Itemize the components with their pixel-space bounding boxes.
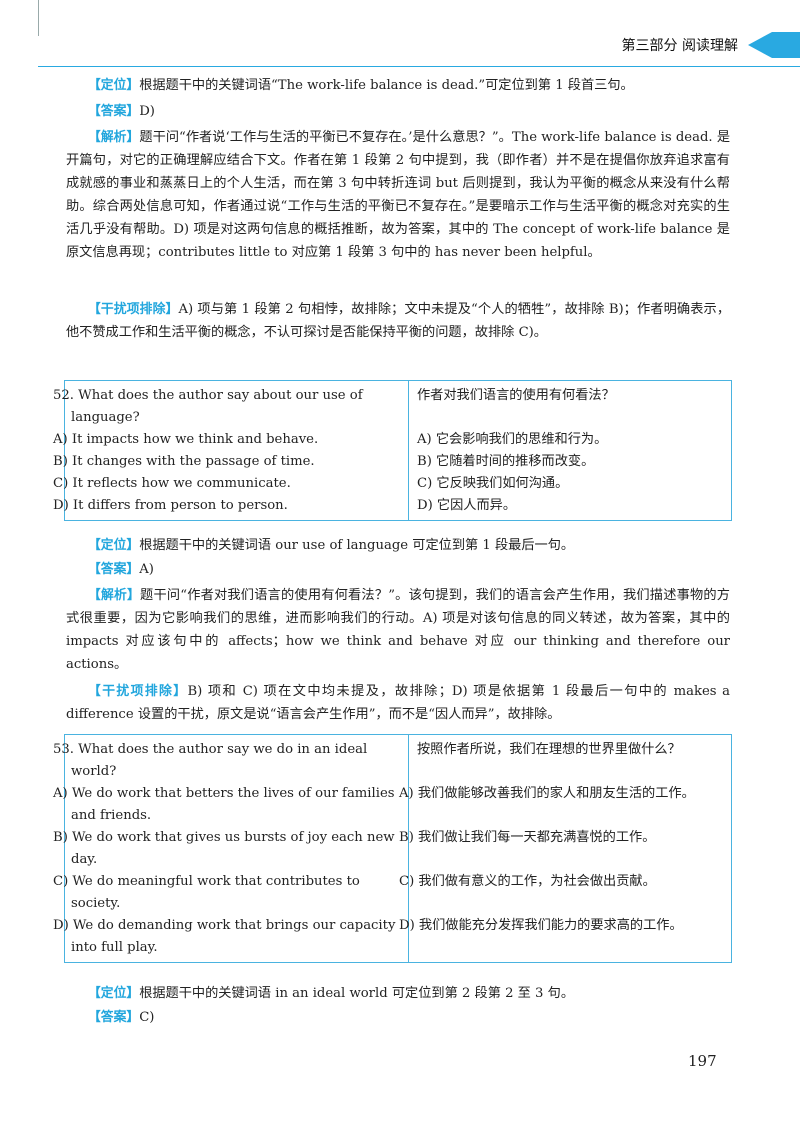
answer-text: C) (139, 1010, 155, 1025)
option-cn: D) 它因人而异。 (417, 498, 517, 513)
question-en: 52. What does the author say about our u… (53, 381, 409, 429)
distractor-text: B) 项和 C) 项在文中均未提及，故排除；D) 项是依据第 1 段最后一句中的… (66, 684, 731, 722)
option-cn: B) 我们做让我们每一天都充满喜悦的工作。 (399, 830, 656, 845)
option-en: D) It differs from person to person. (53, 495, 409, 520)
question-row: 52. What does the author say about our u… (53, 381, 731, 429)
answer-tag: 【答案】 (88, 562, 140, 577)
option-row: A) It impacts how we think and behave. A… (53, 429, 731, 451)
distractor-text: A) 项与第 1 段第 2 句相悖，故排除；文中未提及“个人的牺牲”，故排除 B… (66, 302, 731, 340)
locate-tag: 【定位】 (88, 538, 140, 553)
locate-para: 【定位】根据题干中的关键词语 our use of language 可定位到第… (66, 534, 730, 557)
question-52-table: 52. What does the author say about our u… (53, 380, 732, 521)
option-en: C) We do meaningful work that contribute… (53, 871, 409, 915)
locate-text: 根据题干中的关键词语“The work-life balance is dead… (139, 78, 634, 93)
question-cn: 作者对我们语言的使用有何看法？ (417, 388, 615, 403)
option-row: A) We do work that betters the lives of … (53, 783, 731, 827)
distractor-tag: 【干扰项排除】 (88, 684, 188, 699)
analysis-para: 【解析】题干问“作者说‘工作与生活的平衡已不复存在。’是什么意思？”。The w… (66, 126, 730, 264)
option-row: B) We do work that gives us bursts of jo… (53, 827, 731, 871)
page-number: 197 (688, 1052, 717, 1070)
analysis-text: 题干问“作者说‘工作与生活的平衡已不复存在。’是什么意思？”。The work-… (66, 130, 731, 260)
option-en: B) It changes with the passage of time. (53, 451, 409, 473)
locate-tag: 【定位】 (88, 986, 140, 1001)
locate-para: 【定位】根据题干中的关键词语 in an ideal world 可定位到第 2… (66, 982, 730, 1005)
answer-text: D) (139, 104, 155, 119)
question-en: 53. What does the author say we do in an… (53, 735, 409, 783)
option-en: A) We do work that betters the lives of … (53, 783, 409, 827)
answer-para: 【答案】A) (66, 558, 730, 581)
header-arrow-icon (748, 32, 772, 58)
option-row: D) We do demanding work that brings our … (53, 915, 731, 962)
answer-tag: 【答案】 (88, 1010, 140, 1025)
answer-para: 【答案】C) (66, 1006, 730, 1029)
header-rule (38, 66, 800, 67)
margin-rule (38, 0, 39, 36)
locate-para: 【定位】根据题干中的关键词语“The work-life balance is … (66, 74, 730, 97)
option-en: B) We do work that gives us bursts of jo… (53, 827, 409, 871)
option-row: D) It differs from person to person. D) … (53, 495, 731, 520)
option-cn: A) 我们做能够改善我们的家人和朋友生活的工作。 (399, 786, 695, 801)
option-cn: C) 我们做有意义的工作，为社会做出贡献。 (399, 874, 656, 889)
option-cn: C) 它反映我们如何沟通。 (417, 476, 569, 491)
answer-tag: 【答案】 (88, 104, 140, 119)
option-row: C) It reflects how we communicate. C) 它反… (53, 473, 731, 495)
option-cn: B) 它随着时间的推移而改变。 (417, 454, 595, 469)
option-cn: D) 我们做能充分发挥我们能力的要求高的工作。 (399, 918, 683, 933)
option-cn: A) 它会影响我们的思维和行为。 (417, 432, 608, 447)
locate-text: 根据题干中的关键词语 in an ideal world 可定位到第 2 段第 … (139, 986, 575, 1001)
distractor-para: 【干扰项排除】A) 项与第 1 段第 2 句相悖，故排除；文中未提及“个人的牺牲… (66, 298, 730, 344)
option-en: A) It impacts how we think and behave. (53, 429, 409, 451)
analysis-tag: 【解析】 (88, 130, 140, 145)
analysis-text: 题干问“作者对我们语言的使用有何看法？”。该句提到，我们的语言会产生作用，我们描… (66, 588, 730, 672)
section-header: 第三部分 阅读理解 (622, 30, 800, 60)
question-row: 53. What does the author say we do in an… (53, 735, 731, 783)
section-title: 第三部分 阅读理解 (621, 38, 738, 54)
question-53-table: 53. What does the author say we do in an… (53, 734, 732, 963)
option-en: D) We do demanding work that brings our … (53, 915, 409, 962)
answer-para: 【答案】D) (66, 100, 730, 123)
analysis-para: 【解析】题干问“作者对我们语言的使用有何看法？”。该句提到，我们的语言会产生作用… (66, 584, 730, 676)
header-bar (772, 32, 800, 58)
analysis-tag: 【解析】 (88, 588, 141, 603)
distractor-para: 【干扰项排除】B) 项和 C) 项在文中均未提及，故排除；D) 项是依据第 1 … (66, 680, 730, 726)
locate-text: 根据题干中的关键词语 our use of language 可定位到第 1 段… (139, 538, 575, 553)
answer-text: A) (139, 562, 154, 577)
locate-tag: 【定位】 (88, 78, 140, 93)
distractor-tag: 【干扰项排除】 (88, 302, 179, 317)
option-en: C) It reflects how we communicate. (53, 473, 409, 495)
question-cn: 按照作者所说，我们在理想的世界里做什么？ (417, 742, 681, 757)
option-row: C) We do meaningful work that contribute… (53, 871, 731, 915)
option-row: B) It changes with the passage of time. … (53, 451, 731, 473)
